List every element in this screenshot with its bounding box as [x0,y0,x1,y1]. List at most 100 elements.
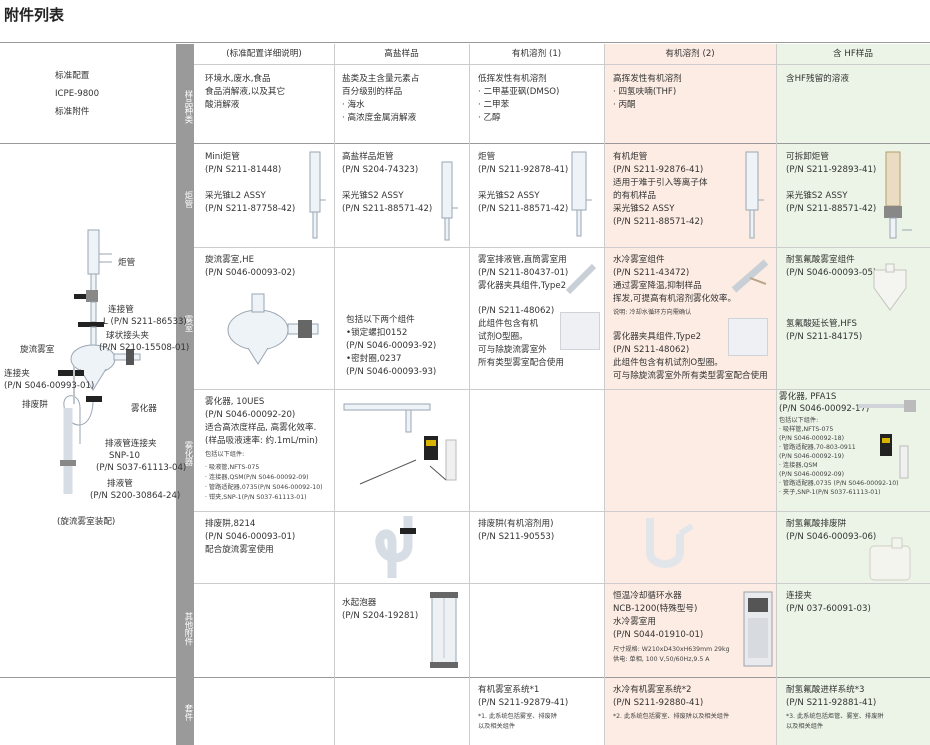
neb-hf-part-2: · 吸样管,NFTS-075 [779,426,834,433]
col-header-standard: (标准配置详细说明) [226,49,302,59]
neb-standard-parts-title: 包括以下组件: [205,451,245,458]
other-org2-2: NCB-1200(特殊型号) [613,604,698,614]
row-label-torch: 炬管 [184,190,194,208]
torch-high-salt-2: (P/N S204-74323) [342,165,419,175]
org1-torch-image [571,151,592,237]
kit-hf-note-2: 以及相关组件 [786,723,824,730]
page-title: 附件列表 [4,6,65,24]
torch-standard-4: (P/N S211-87758-42) [205,204,296,214]
spray-org1-3: 雾化器夹具组件,Type2 [478,281,567,291]
spray-org1-7: 可与除旋流雾室外 [478,345,547,355]
spray-org2-5: 雾化器夹具组件,Type2 [613,332,702,342]
row-rule-2 [176,389,930,390]
side-bar-main [176,44,194,677]
spray-org2-8: 可与除旋流雾室外所有类型雾室配合使用 [613,371,768,381]
drain-hf-2: (P/N S046-00093-06) [786,532,877,542]
torch-standard-3: 采光锥L2 ASSY [205,191,266,201]
side-bar-kit [176,677,194,745]
spray-org2-2: (P/N S211-43472) [613,268,690,278]
high-salt-torch-image [441,161,458,241]
nebulizer-10ues-image [343,403,457,485]
col-header-org2: 有机溶剂 (2) [665,49,715,59]
spray-hf-1: 耐氢氟酸雾室组件 [786,255,855,265]
org2-oring-pack-image [728,318,768,356]
torch-org2-4: 的有机样品 [613,191,656,201]
row-label-sample-type: 样品种类 [184,90,194,124]
neb-standard-2: (P/N S046-00092-20) [205,410,296,420]
neb-hf-2: (P/N S046-00092-17) [779,404,870,414]
drain-org1-1: 排废阱(有机溶剂用) [478,519,554,529]
neb-standard-part-2: · 连接器,QSM(P/N S046-00092-09) [205,474,309,481]
other-hf-2: (P/N 037-60091-03) [786,604,871,614]
assembly-illustration [58,229,141,494]
torch-org1-4: (P/N S211-88571-42) [478,204,569,214]
spray-standard-parts-5: (P/N S046-00093-93) [346,367,437,377]
mini-torch-image [309,151,326,239]
other-org2-4: (P/N S044-01910-01) [613,630,704,640]
spray-org1-4: (P/N S211-48062) [478,306,555,316]
col-line-1 [334,44,335,745]
label-drain: 排废阱 [22,400,48,410]
torch-org2-2: (P/N S211-92876-41) [613,165,704,175]
kit-org2-2: (P/N S211-92880-41) [613,698,704,708]
label-torch: 炬管 [118,258,136,268]
kit-hf-note-1: *3. 此系统包括炬管、雾室、排废阱 [786,713,884,720]
label-nebulizer: 雾化器 [131,404,157,414]
hf-drain-bottle-image [869,537,911,581]
assembly-caption: (旋流雾室装配) [57,517,116,527]
nebulizer-pfa-image [858,400,916,479]
torch-org2-5: 采光锥S2 ASSY [613,204,675,214]
torch-org2-1: 有机炬管 [613,152,648,162]
kit-rule-top [0,677,930,678]
hf-column-bg [776,44,930,701]
chiller-image [743,591,773,667]
other-org2-spec-2: 供电: 单相, 100 V,50/60Hz,9.5 A [613,656,710,663]
neb-hf-part-9: · 夹子,SNP-1(P/N S037-61113-01) [779,489,881,496]
org1-drain-tube-image [565,263,597,295]
label-connector-pipe-pn: L (P/N S211-86533) [103,317,187,327]
sample-org1-1: 低挥发性有机溶剂 [478,74,547,84]
neb-hf-part-1: 包括以下组件: [779,417,819,424]
kit-hf-1: 耐氢氟酸进样系统*3 [786,685,865,695]
org1-oring-pack-image [560,312,600,350]
torch-org1-3: 采光锥S2 ASSY [478,191,540,201]
spray-org2-4: 挥发,可提高有机溶剂雾化效率。 [613,294,737,304]
kit-org1-1: 有机雾室系统*1 [478,685,540,695]
torch-hf-1: 可拆卸炬管 [786,152,829,162]
torch-org1-1: 炬管 [478,152,496,162]
other-hf-1: 连接夹 [786,591,812,601]
spray-org1-5: 此组件包含有机 [478,319,539,329]
sample-standard-1: 环境水,废水,食品 [205,74,271,84]
top-rule [0,42,930,43]
row-label-nebulizer: 雾化器 [184,441,194,467]
drain-org1-2: (P/N S211-90553) [478,532,555,542]
org2-kit-bg [604,677,776,745]
neb-hf-part-6: · 连接器,QSM [779,462,818,469]
col-line-3 [604,44,605,745]
kit-org2-1: 水冷有机雾室系统*2 [613,685,692,695]
row-label-kit: 套件 [184,703,194,721]
label-drain-connector-model: SNP-10 [109,451,140,461]
spray-standard-1: 旋流雾室,HE [205,255,254,265]
config-line-3: 标准附件 [55,107,90,117]
neb-hf-part-7: (P/N S046-00092-09) [779,471,844,478]
spray-hf-4: (P/N S211-84175) [786,332,863,342]
torch-high-salt-3: 采光锥S2 ASSY [342,191,404,201]
config-line-1: 标准配置 [55,71,90,81]
hf-chamber-image [873,263,907,311]
org2-torch-image [745,151,764,239]
neb-standard-4: (样品吸液速率: 约.1mL/min) [205,436,318,446]
col-header-high-salt: 高盐样品 [384,49,419,59]
hf-kit-bg [776,677,930,745]
neb-standard-part-4: · 钳夹,SNP-1(P/N S037-61113-01) [205,494,307,501]
sample-org2-2: · 四氢呋喃(THF) [613,87,677,97]
sample-high-salt-4: · 高浓度金属消解液 [342,113,417,123]
drain-standard-1: 排废阱,8214 [205,519,256,529]
torch-hf-2: (P/N S211-92893-41) [786,165,877,175]
section-rule [0,143,930,144]
label-cyclone: 旋流雾室 [20,345,55,355]
torch-org1-2: (P/N S211-92878-41) [478,165,569,175]
other-high-salt-2: (P/N S204-19281) [342,611,419,621]
spray-hf-2: (P/N S046-00093-05) [786,268,877,278]
label-connector-pipe: 连接管 [108,305,134,315]
